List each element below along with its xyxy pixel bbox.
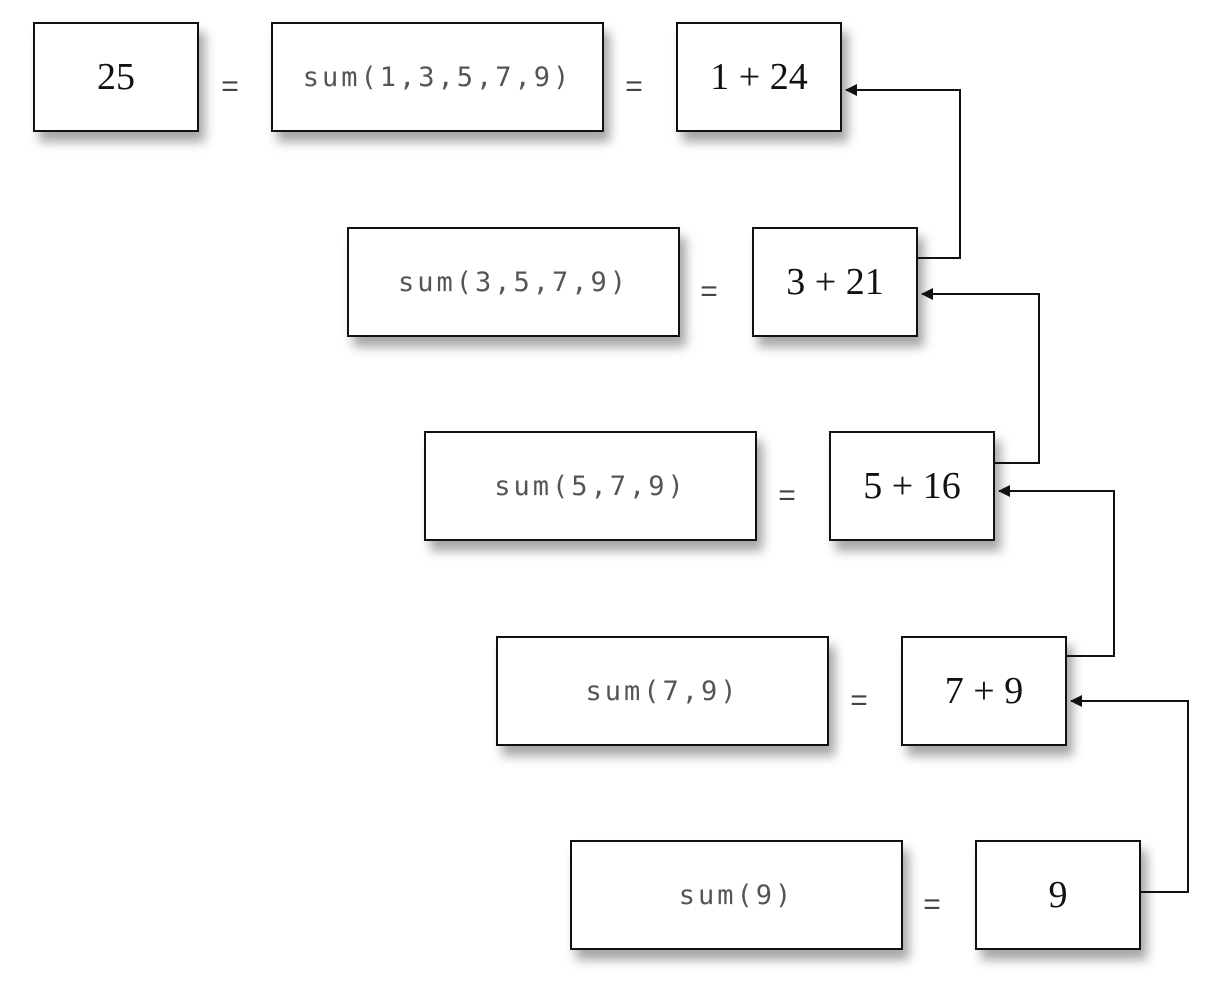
call-box-2: sum(3,5,7,9) (347, 227, 680, 337)
call-text-4: sum(7,9) (585, 675, 740, 707)
equals-sign: = (700, 275, 718, 308)
call-box-1: sum(1,3,5,7,9) (271, 22, 604, 132)
expansion-text-4: 7 + 9 (944, 670, 1024, 712)
return-arrow-1 (845, 84, 961, 259)
expansion-box-5: 9 (975, 840, 1141, 950)
call-box-5: sum(9) (570, 840, 903, 950)
expansion-text-5: 9 (1048, 874, 1068, 916)
result-value: 25 (97, 56, 135, 98)
expansion-box-2: 3 + 21 (752, 227, 918, 337)
call-text-1: sum(1,3,5,7,9) (302, 61, 573, 93)
return-arrow-2 (921, 288, 1040, 464)
equals-sign: = (221, 70, 239, 103)
expansion-text-3: 5 + 16 (863, 465, 961, 507)
return-arrow-3 (998, 485, 1115, 657)
return-arrow-4 (1070, 695, 1189, 893)
equals-sign: = (778, 479, 796, 512)
expansion-box-1: 1 + 24 (676, 22, 842, 132)
call-box-3: sum(5,7,9) (424, 431, 757, 541)
equals-sign: = (625, 70, 643, 103)
result-box: 25 (33, 22, 199, 132)
equals-sign: = (850, 684, 868, 717)
call-text-2: sum(3,5,7,9) (397, 266, 630, 298)
equals-sign: = (923, 888, 941, 921)
call-text-5: sum(9) (678, 879, 795, 911)
call-text-3: sum(5,7,9) (494, 470, 687, 502)
expansion-box-3: 5 + 16 (829, 431, 995, 541)
expansion-text-2: 3 + 21 (786, 261, 884, 303)
expansion-text-1: 1 + 24 (710, 56, 808, 98)
call-box-4: sum(7,9) (496, 636, 829, 746)
expansion-box-4: 7 + 9 (901, 636, 1067, 746)
